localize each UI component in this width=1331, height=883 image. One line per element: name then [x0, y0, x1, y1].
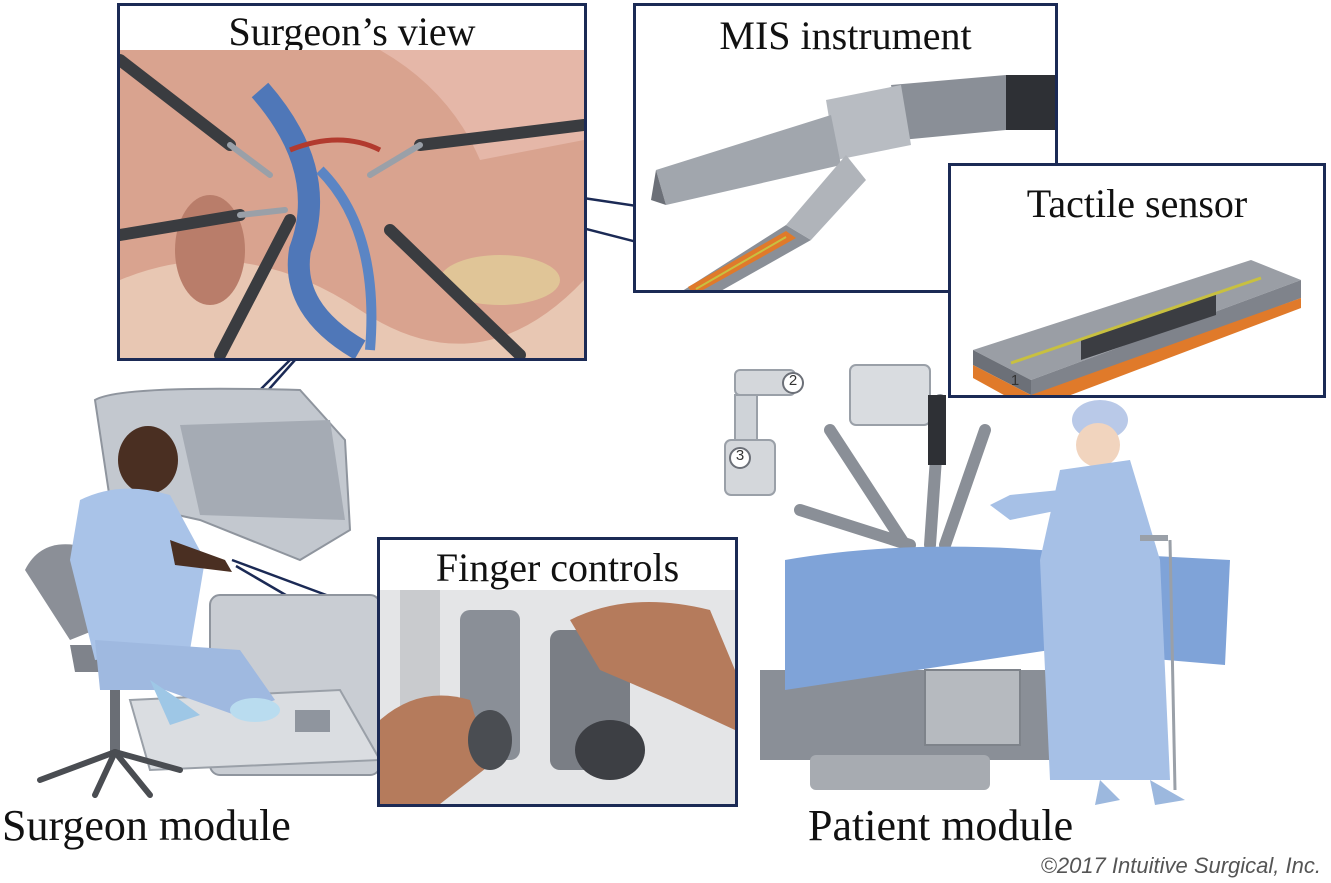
surgical-field-image [120, 50, 584, 358]
arm-label-2: 2 [788, 372, 798, 389]
finger-controls-image [380, 590, 735, 804]
tactile-sensor-image [973, 260, 1301, 395]
panel-title-mis-instrument: MIS instrument [719, 13, 972, 58]
mis-instrument-image [651, 75, 1055, 290]
panel-title-surgeon-view: Surgeon’s view [228, 9, 476, 54]
tactile-sensor-panel: Tactile sensor [948, 163, 1326, 398]
arm-label-1: 1 [1010, 372, 1020, 389]
surgeon-view-panel: Surgeon’s view [117, 3, 587, 361]
assistant-figure [990, 400, 1185, 805]
panel-title-tactile-sensor: Tactile sensor [1026, 181, 1248, 226]
finger-controls-panel: Finger controls [377, 537, 738, 807]
panel-title-finger-controls: Finger controls [435, 545, 680, 590]
surgeon-module-label: Surgeon module [2, 801, 291, 850]
copyright-text: ©2017 Intuitive Surgical, Inc. [1040, 853, 1321, 878]
surgeon-console [93, 387, 382, 776]
patient-cart [724, 364, 1080, 790]
arm-label-3: 3 [735, 447, 745, 464]
surgeon-figure [70, 426, 280, 725]
patient-module-label: Patient module [808, 801, 1074, 850]
